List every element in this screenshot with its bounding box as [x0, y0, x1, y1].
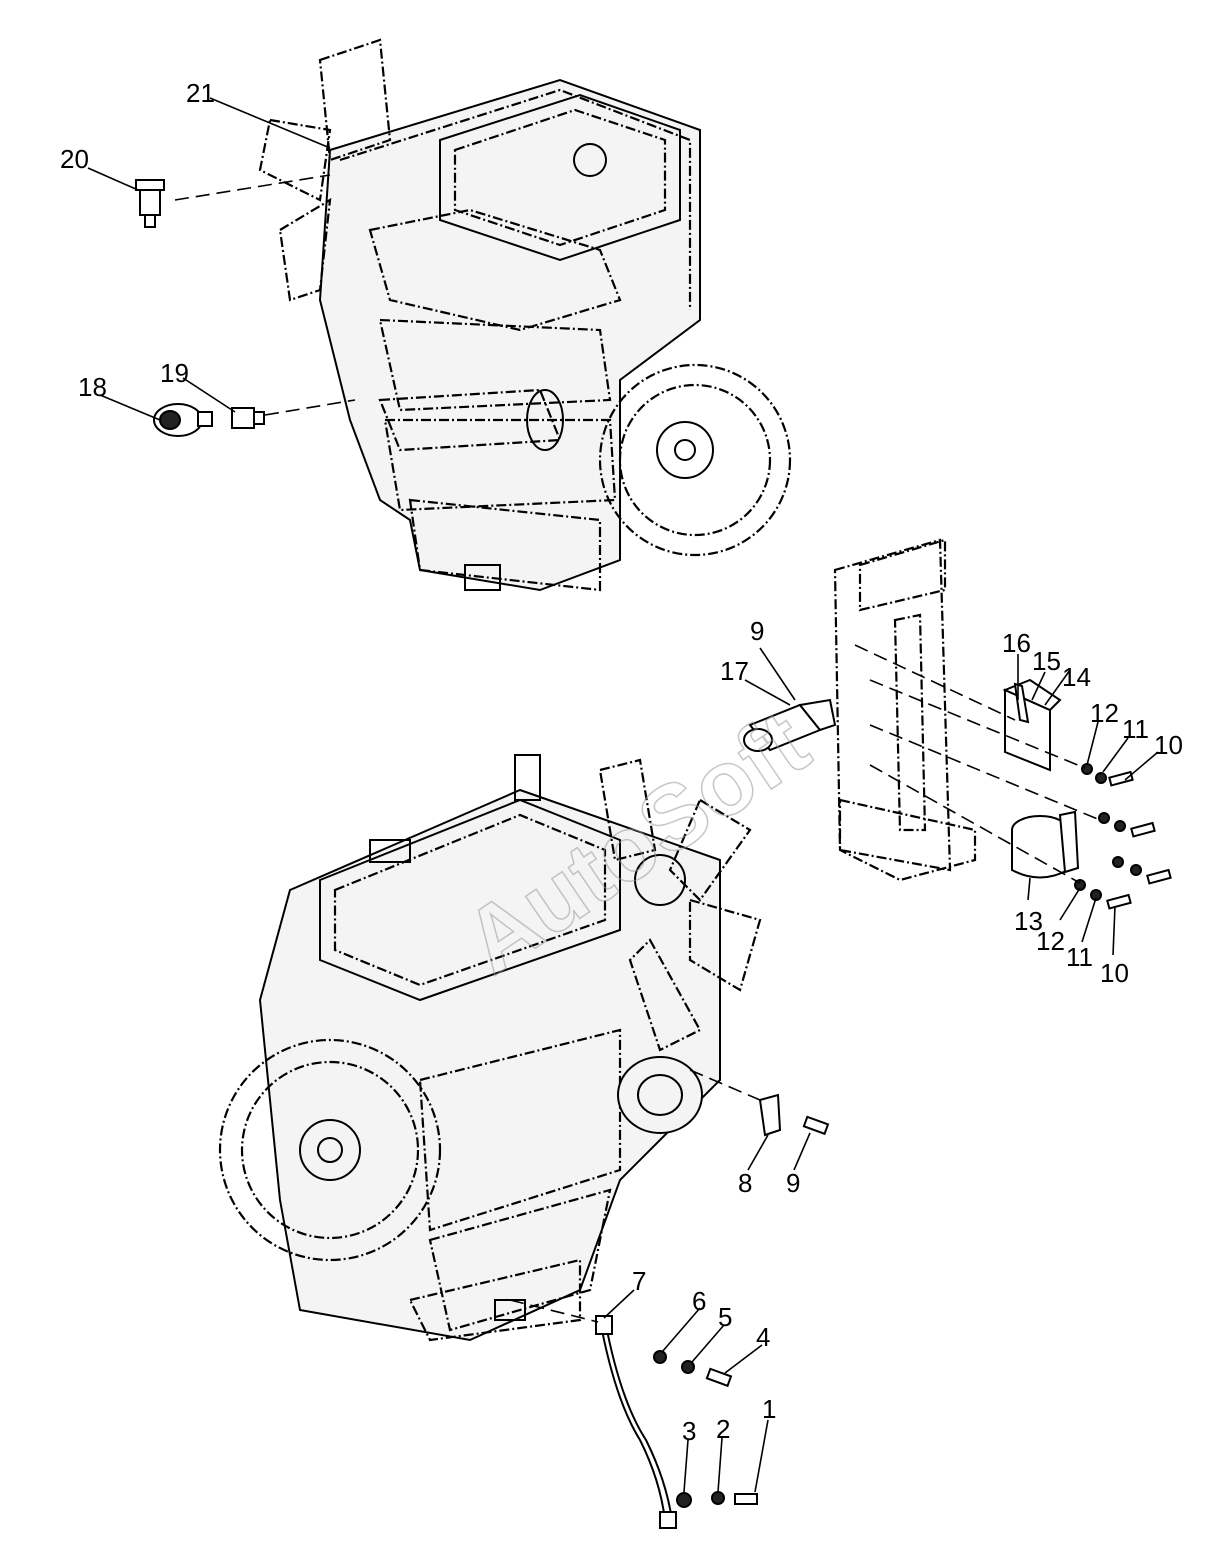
callout-20: 20: [60, 144, 89, 174]
callout-14: 14: [1062, 662, 1091, 692]
assembly-lines: [174, 174, 1101, 1323]
clip-and-bolt: [758, 1093, 830, 1137]
callout-10-upper: 10: [1154, 730, 1183, 760]
callout-10-lower: 10: [1100, 958, 1129, 988]
callout-2: 2: [716, 1414, 730, 1444]
callout-3: 3: [682, 1416, 696, 1446]
temperature-sender: [135, 179, 165, 228]
callout-6: 6: [692, 1286, 706, 1316]
relay: [1002, 678, 1062, 772]
callout-18: 18: [78, 372, 107, 402]
callout-5: 5: [718, 1302, 732, 1332]
cable-hardware-lower: [676, 1491, 758, 1508]
hardware-lower-row: [1074, 856, 1172, 910]
callout-15: 15: [1032, 646, 1061, 676]
callout-16: 16: [1002, 628, 1031, 658]
callout-11-lower: 11: [1066, 942, 1093, 972]
canister-unit: [1011, 810, 1080, 879]
callout-21: 21: [186, 78, 215, 108]
callout-9-upper: 9: [750, 616, 764, 646]
ground-cable: [595, 1315, 677, 1529]
callout-17: 17: [720, 656, 749, 686]
callout-1: 1: [762, 1394, 776, 1424]
callout-labels: 21 20 19 18 17 16 15 14 13 12 12 11 11 1…: [60, 78, 1183, 1446]
callout-12-lower: 12: [1036, 926, 1065, 956]
cable-hardware-upper: [653, 1350, 733, 1388]
callout-19: 19: [160, 358, 189, 388]
upper-engine-illustration: [258, 38, 792, 592]
lower-engine-illustration: [218, 754, 762, 1342]
oil-pressure-switch: [153, 403, 213, 437]
callout-8: 8: [738, 1168, 752, 1198]
sensor: [743, 698, 837, 752]
callout-13: 13: [1014, 906, 1043, 936]
adapter-fitting: [231, 407, 265, 429]
callout-12-upper: 12: [1090, 698, 1119, 728]
mounting-bracket: [833, 538, 977, 882]
callout-7: 7: [632, 1266, 646, 1296]
hardware-upper-row: [1081, 763, 1156, 838]
leader-lines: [87, 97, 1159, 1493]
callout-11-upper: 11: [1122, 714, 1149, 744]
callout-9-lower: 9: [786, 1168, 800, 1198]
callout-4: 4: [756, 1322, 770, 1352]
